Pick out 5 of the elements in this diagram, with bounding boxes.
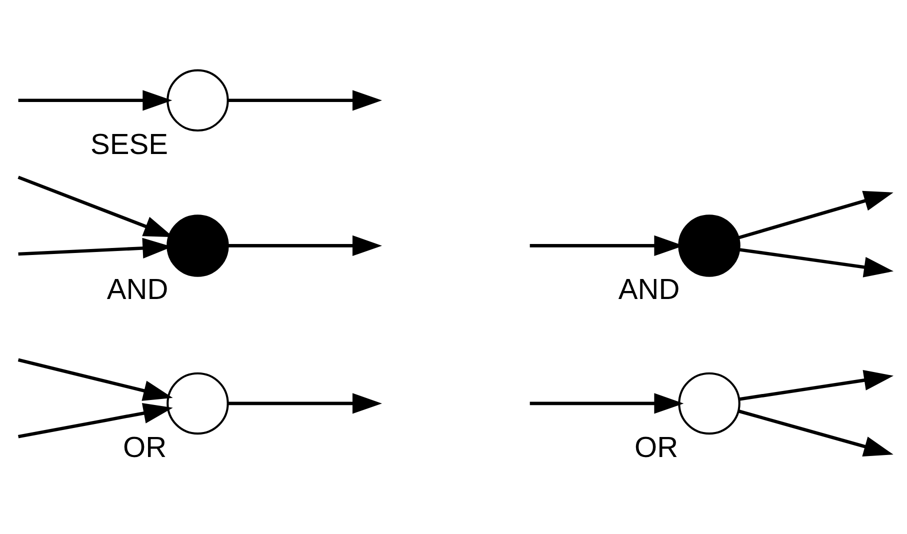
node-label: OR [634, 431, 678, 464]
node-label: OR [123, 431, 167, 464]
node-label: AND [106, 274, 168, 306]
node-label: AND [618, 274, 680, 306]
node-label: SESE [90, 128, 168, 160]
